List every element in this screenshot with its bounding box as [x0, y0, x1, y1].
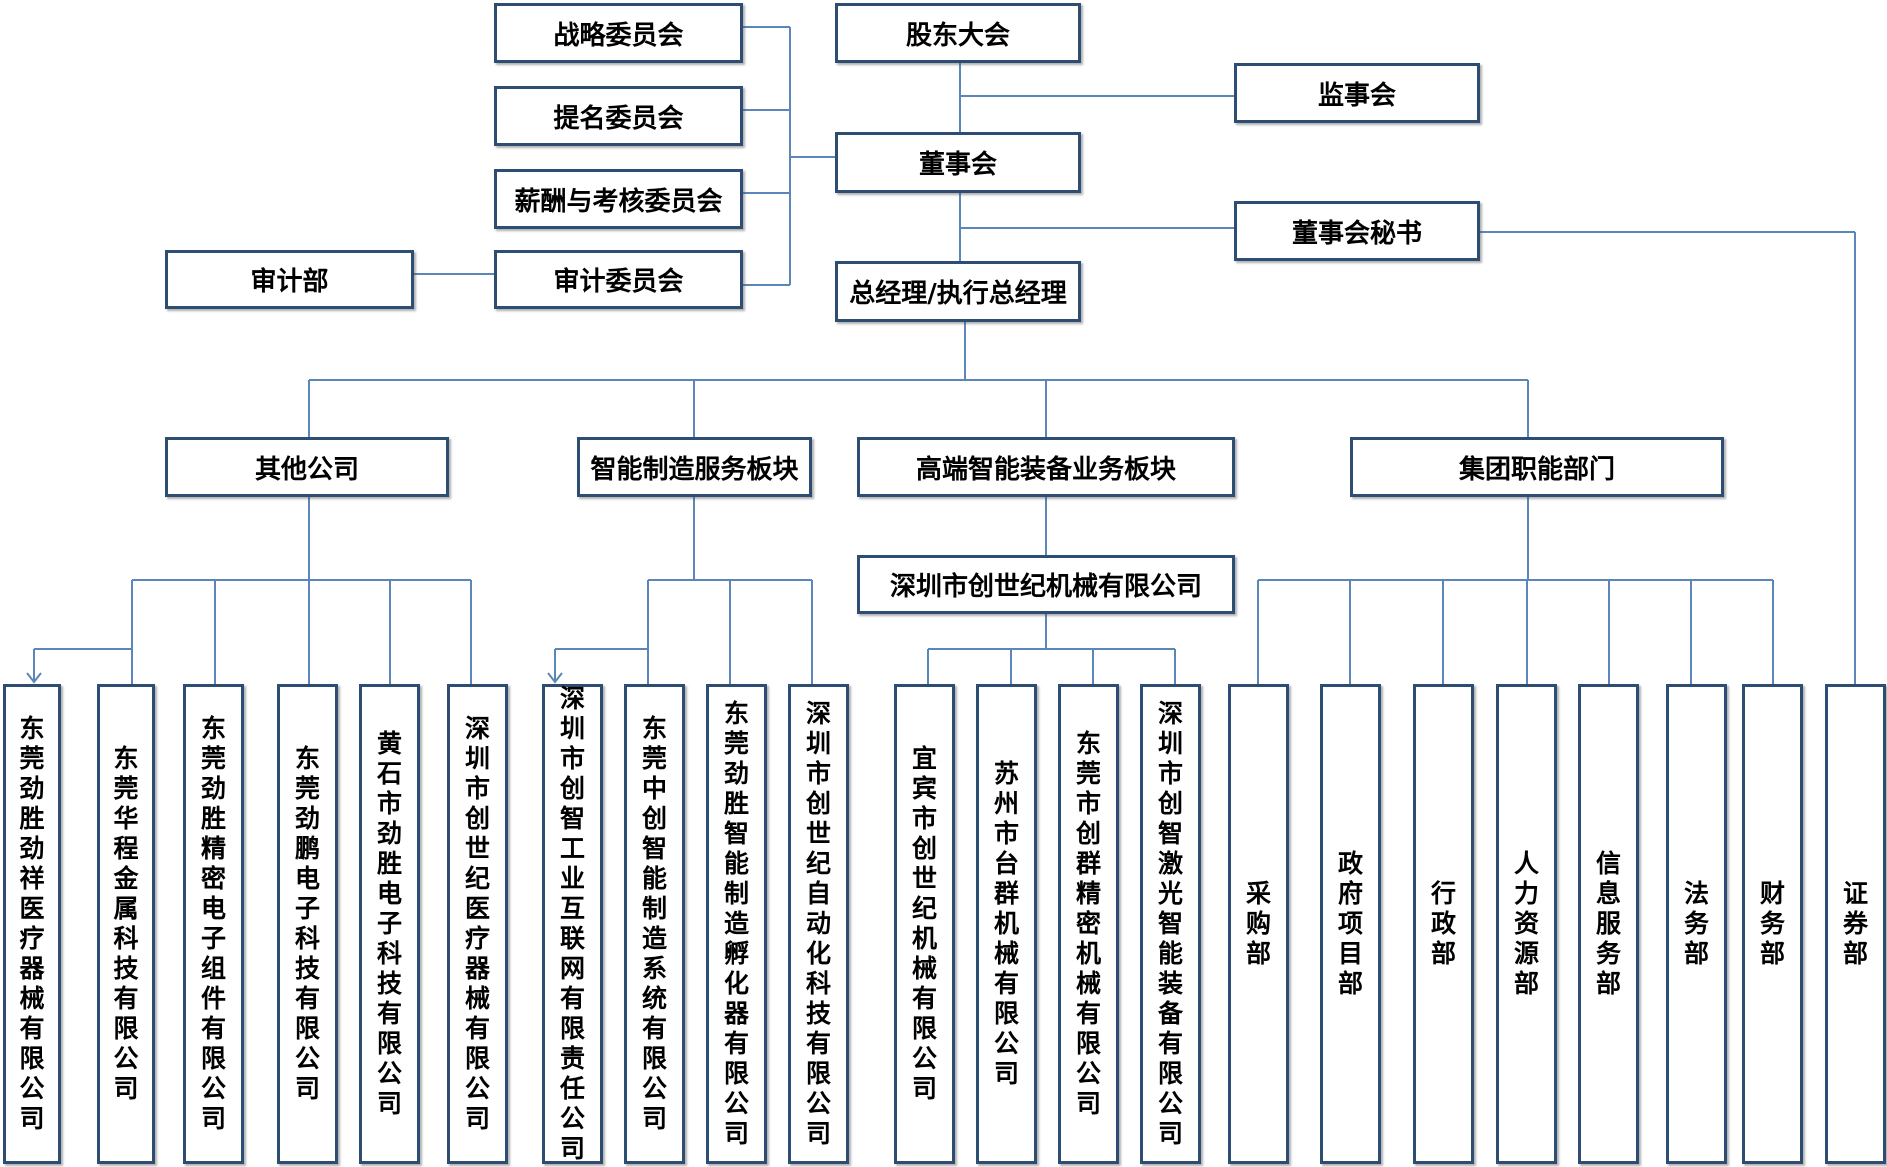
company-box: 深圳市创智工业互联网有限责任公司	[542, 684, 603, 1164]
company-box: 深圳市创世纪医疗器械有限公司	[447, 684, 508, 1164]
department-label: 法务部	[1684, 879, 1710, 968]
strategy-committee-box: 战略委员会	[494, 3, 743, 63]
audit-department-label: 审计部	[250, 267, 329, 297]
department-label: 行政部	[1431, 879, 1457, 968]
company-label: 深圳市创智激光智能装备有限公司	[1158, 699, 1184, 1148]
department-label: 人力资源部	[1514, 849, 1540, 998]
high-end-equipment-segment-box: 高端智能装备业务板块	[857, 437, 1235, 497]
audit-committee-box: 审计委员会	[494, 250, 743, 309]
department-box: 人力资源部	[1496, 684, 1557, 1164]
board-of-directors-label: 董事会	[918, 150, 997, 180]
board-of-directors-box: 董事会	[835, 132, 1081, 193]
company-label: 东莞劲鹏电子科技有限公司	[295, 744, 321, 1103]
department-label: 信息服务部	[1596, 849, 1622, 998]
group-functions-box: 集团职能部门	[1350, 437, 1724, 497]
company-label: 东莞市创群精密机械有限公司	[1076, 729, 1102, 1118]
shareholders-meeting-box: 股东大会	[835, 3, 1081, 63]
supervisory-board-box: 监事会	[1234, 63, 1480, 123]
general-manager-box: 总经理/执行总经理	[835, 261, 1081, 322]
company-box: 东莞劲鹏电子科技有限公司	[277, 684, 338, 1164]
general-manager-label: 总经理/执行总经理	[849, 279, 1067, 309]
department-box: 采购部	[1228, 684, 1289, 1164]
nomination-committee-box: 提名委员会	[494, 86, 743, 146]
csj-machinery-box: 深圳市创世纪机械有限公司	[857, 555, 1235, 614]
board-secretary-label: 董事会秘书	[1291, 218, 1422, 249]
strategy-committee-label: 战略委员会	[553, 20, 684, 51]
high-end-equipment-segment-label: 高端智能装备业务板块	[915, 454, 1176, 485]
compensation-committee-box: 薪酬与考核委员会	[494, 169, 743, 229]
department-box: 财务部	[1742, 684, 1803, 1164]
company-box: 东莞劲胜智能制造孵化器有限公司	[706, 684, 767, 1164]
group-functions-label: 集团职能部门	[1458, 454, 1615, 485]
department-box: 证券部	[1825, 684, 1886, 1164]
department-label: 证券部	[1843, 879, 1869, 968]
company-box: 黄石市劲胜电子科技有限公司	[359, 684, 420, 1164]
company-label: 苏州市台群机械有限公司	[994, 759, 1020, 1088]
compensation-committee-label: 薪酬与考核委员会	[514, 186, 723, 217]
other-companies-box: 其他公司	[165, 437, 449, 497]
audit-department-box: 审计部	[165, 250, 414, 309]
board-secretary-box: 董事会秘书	[1234, 201, 1480, 261]
other-companies-label: 其他公司	[254, 454, 359, 485]
company-label: 东莞中创智能制造系统有限公司	[642, 714, 668, 1133]
company-label: 东莞劲胜精密电子组件有限公司	[201, 714, 227, 1133]
company-label: 东莞华程金属科技有限公司	[113, 744, 139, 1103]
company-box: 东莞劲胜精密电子组件有限公司	[183, 684, 244, 1164]
department-box: 政府项目部	[1320, 684, 1381, 1164]
company-label: 黄石市劲胜电子科技有限公司	[377, 729, 403, 1118]
smart-manufacturing-segment-box: 智能制造服务板块	[577, 437, 812, 497]
company-label: 东莞劲胜劲祥医疗器械有限公司	[19, 714, 45, 1133]
smart-manufacturing-segment-label: 智能制造服务板块	[590, 454, 799, 485]
supervisory-board-label: 监事会	[1317, 80, 1396, 111]
department-label: 财务部	[1760, 879, 1786, 968]
company-box: 东莞市创群精密机械有限公司	[1058, 684, 1119, 1164]
nomination-committee-label: 提名委员会	[553, 103, 684, 134]
company-box: 东莞华程金属科技有限公司	[97, 684, 155, 1164]
department-label: 采购部	[1246, 879, 1272, 968]
company-box: 深圳市创智激光智能装备有限公司	[1140, 684, 1201, 1164]
company-label: 宜宾市创世纪机械有限公司	[912, 744, 938, 1103]
department-box: 行政部	[1413, 684, 1474, 1164]
shareholders-meeting-label: 股东大会	[905, 20, 1010, 51]
company-label: 东莞劲胜智能制造孵化器有限公司	[724, 699, 750, 1148]
company-box: 东莞劲胜劲祥医疗器械有限公司	[3, 684, 61, 1164]
department-box: 信息服务部	[1578, 684, 1639, 1164]
company-label: 深圳市创世纪自动化科技有限公司	[806, 699, 832, 1148]
audit-committee-label: 审计委员会	[553, 267, 684, 297]
company-label: 深圳市创智工业互联网有限责任公司	[560, 684, 586, 1163]
department-box: 法务部	[1666, 684, 1727, 1164]
company-box: 宜宾市创世纪机械有限公司	[894, 684, 955, 1164]
company-box: 深圳市创世纪自动化科技有限公司	[788, 684, 849, 1164]
company-box: 东莞中创智能制造系统有限公司	[624, 684, 685, 1164]
company-label: 深圳市创世纪医疗器械有限公司	[465, 714, 491, 1133]
csj-machinery-label: 深圳市创世纪机械有限公司	[889, 572, 1202, 602]
department-label: 政府项目部	[1338, 849, 1364, 998]
company-box: 苏州市台群机械有限公司	[976, 684, 1037, 1164]
